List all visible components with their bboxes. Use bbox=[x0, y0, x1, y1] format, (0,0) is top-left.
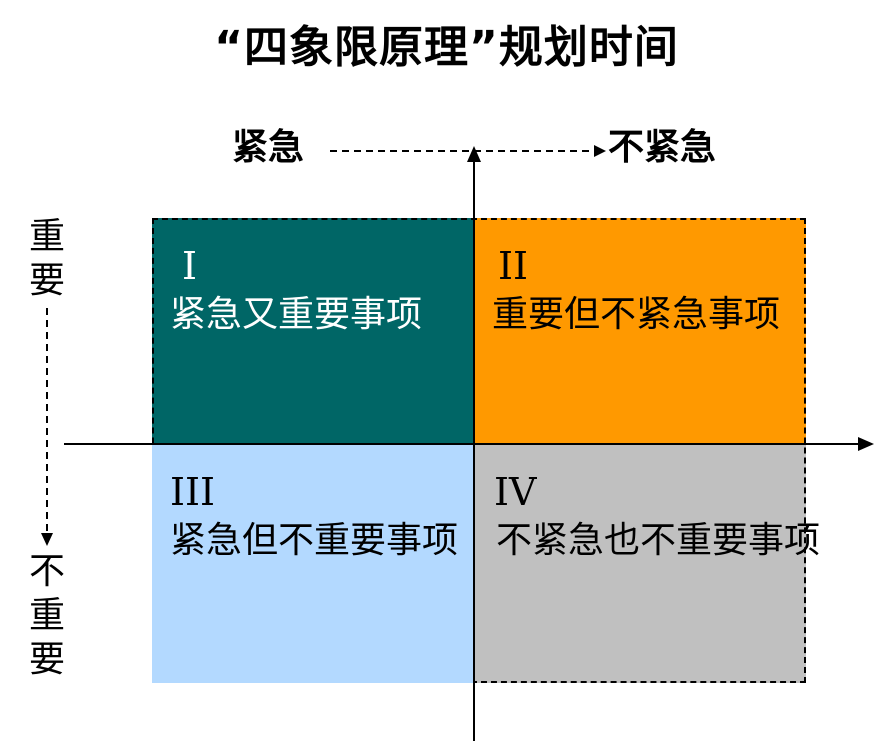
urgent-label: 紧急 bbox=[232, 127, 305, 168]
quadrant-2: II 重要但不紧急事项 bbox=[474, 218, 806, 444]
quadrant-1-numeral: I bbox=[182, 244, 198, 288]
quadrant-4: IV 不紧急也不重要事项 bbox=[474, 444, 820, 683]
not-important-label-text: 不重要 bbox=[28, 551, 65, 680]
quadrant-2-numeral: II bbox=[498, 244, 529, 288]
quadrant-3-numeral: III bbox=[170, 470, 216, 514]
important-label: 重要 bbox=[27, 215, 67, 303]
dashed-arrow-down-icon bbox=[41, 308, 53, 546]
arrow-right-icon bbox=[858, 437, 874, 451]
quadrant-3-label: 紧急但不重要事项 bbox=[170, 520, 459, 561]
not-important-label: 不重要 bbox=[27, 550, 67, 682]
page-title: “四象限原理”规划时间 bbox=[214, 22, 679, 73]
not-urgent-label: 不紧急 bbox=[608, 127, 717, 168]
dashed-arrow-right-icon bbox=[330, 145, 606, 157]
arrow-up-icon bbox=[467, 146, 481, 162]
quadrant-2-label: 重要但不紧急事项 bbox=[492, 294, 781, 335]
quadrant-4-numeral: IV bbox=[494, 470, 537, 514]
quadrant-3: III 紧急但不重要事项 bbox=[152, 444, 474, 683]
important-label-text: 重要 bbox=[28, 216, 65, 301]
quadrant-1: I 紧急又重要事项 bbox=[152, 218, 474, 444]
quadrant-1-label: 紧急又重要事项 bbox=[170, 294, 423, 335]
quadrant-4-label: 不紧急也不重要事项 bbox=[496, 520, 821, 561]
